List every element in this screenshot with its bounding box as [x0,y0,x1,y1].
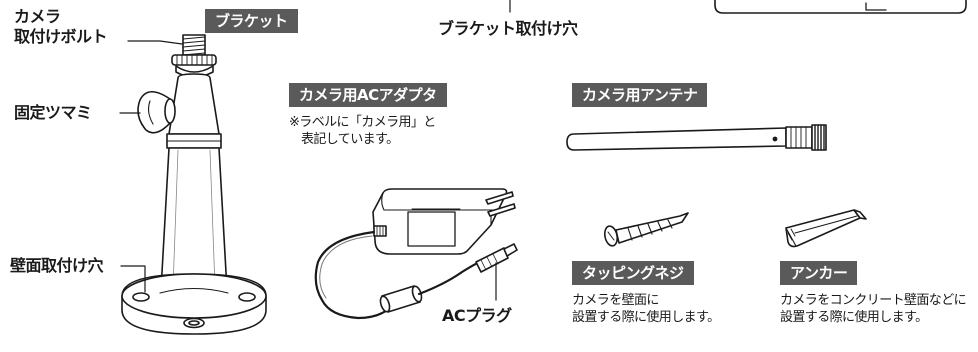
bracket-tag: ブラケット [205,9,298,33]
anchor-desc-line2: 設置する際に使用します。 [780,310,928,325]
adapter-note-line2: 表記しています。 [301,132,399,147]
screw-tag: タッピングネジ [572,261,694,285]
anchor-illustration [785,209,867,248]
camera-bolt-label-line1: カメラ [14,7,61,26]
camera-bolt-label-line2: 取付けボルト [14,27,108,46]
knob-label: 固定ツマミ [14,103,92,122]
adapter-illustration [314,188,518,320]
antenna-tag: カメラ用アンテナ [572,83,708,107]
anchor-tag: アンカー [780,261,858,285]
screw-desc-line2: 設置する際に使用します。 [572,310,720,325]
screw-illustration [603,212,689,247]
bracket-illustration [121,34,267,335]
screw-desc-line1: カメラを壁面に [572,293,659,308]
adapter-tag: カメラ用ACアダプタ [289,83,447,107]
mount-hole-label: ブラケット取付け穴 [438,19,578,38]
bracket-leaders [119,40,183,293]
ac-plug-label: ACプラグ [442,306,512,325]
anchor-desc-line1: カメラをコンクリート壁面などに [780,293,967,308]
adapter-note-line1: ※ラベルに「カメラ用」と [289,115,436,130]
cropped-frame [714,0,967,14]
wall-hole-label: 壁面取付け穴 [10,256,104,275]
antenna-illustration [566,124,827,151]
